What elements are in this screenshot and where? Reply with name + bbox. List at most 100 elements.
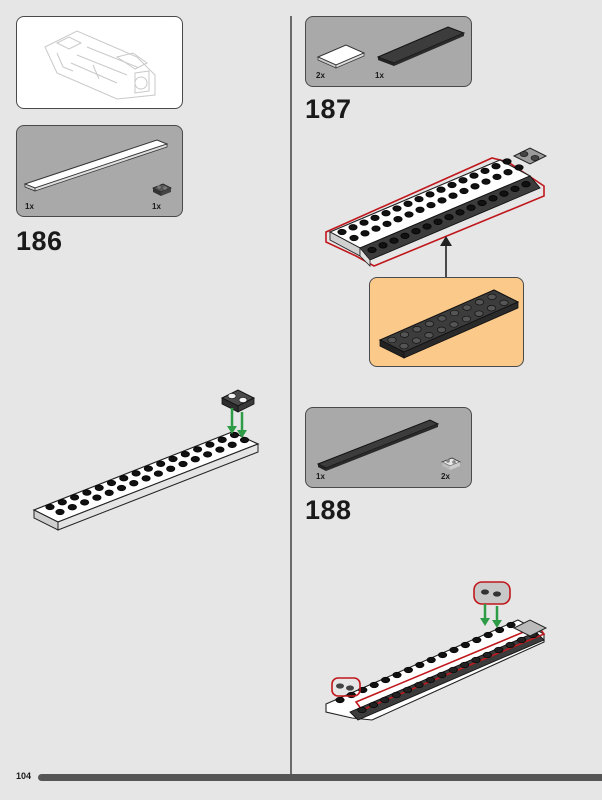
brick-stud <box>481 178 491 185</box>
brick-stud <box>227 441 237 448</box>
brick-stud <box>119 475 129 482</box>
brick-stud <box>203 451 213 458</box>
part-qty-dark-plate: 1x <box>375 71 384 80</box>
brick-stud <box>178 460 188 468</box>
brick-stud <box>483 631 493 639</box>
brick-stud <box>437 197 447 204</box>
brick-stud <box>380 696 390 704</box>
brick-stud <box>391 691 401 699</box>
brick-stud <box>477 199 487 207</box>
brick-stud <box>460 661 470 669</box>
brick-stud <box>480 167 490 175</box>
brick-stud <box>455 209 465 216</box>
brick-stud <box>382 220 392 228</box>
brick-stud <box>404 211 414 218</box>
brick-stud <box>449 309 460 317</box>
brick-stud <box>381 676 391 684</box>
brick-stud <box>131 470 141 477</box>
brick-stud <box>499 190 509 197</box>
brick-stud <box>488 195 498 202</box>
brick-stud <box>424 320 435 327</box>
brick-stud <box>458 177 468 184</box>
brick-stud <box>392 671 402 679</box>
model-preview-illustration <box>44 30 156 100</box>
brick-stud <box>348 224 358 231</box>
model-preview-panel <box>16 16 183 109</box>
brick-stud <box>462 304 472 311</box>
brick-stud <box>403 200 413 207</box>
page-progress-bar <box>38 774 602 781</box>
brick-stud <box>415 206 425 213</box>
brick-stud <box>400 232 410 240</box>
brick-stud <box>503 169 513 176</box>
brick-stud <box>57 499 67 506</box>
brick-stud <box>492 173 502 181</box>
brick-stud <box>495 626 505 634</box>
brick-stud <box>389 237 399 244</box>
brick-stud <box>426 656 436 664</box>
brick-stud <box>45 503 55 511</box>
brick-stud <box>444 213 454 221</box>
brick-stud <box>104 489 114 496</box>
brick-stud <box>494 646 504 654</box>
brick-stud <box>517 636 527 644</box>
brick-stud <box>459 187 469 195</box>
brick-stud <box>448 666 458 674</box>
brick-stud <box>448 192 458 199</box>
brick-stud <box>436 186 446 193</box>
brick-stud <box>399 342 409 350</box>
step-188-parts-panel: 1x 2x <box>305 407 472 488</box>
brick-stud <box>499 299 509 306</box>
brick-stud <box>106 479 117 487</box>
brick-stud <box>514 164 524 171</box>
brick-stud <box>70 494 80 501</box>
brick-stud <box>346 691 356 699</box>
brick-stud <box>469 172 479 179</box>
brick-stud <box>349 234 359 242</box>
brick-stud <box>229 431 240 439</box>
brick-stud <box>466 204 476 211</box>
brick-stud <box>166 465 176 472</box>
brick-stud <box>80 499 90 506</box>
brick-stud <box>415 661 425 669</box>
brick-stud <box>414 681 424 689</box>
brick-stud <box>437 671 447 679</box>
brick-stud <box>368 701 378 709</box>
brick-stud <box>392 205 402 212</box>
brick-stud <box>367 246 377 254</box>
brick-stud <box>215 446 225 453</box>
brick-stud <box>426 201 436 209</box>
brick-stud <box>474 310 484 317</box>
brick-stud <box>92 494 102 501</box>
brick-stud <box>403 666 413 674</box>
brick-stud <box>378 242 388 249</box>
dark-plate-2x10-icon <box>376 26 466 66</box>
brick-stud <box>180 451 190 458</box>
part-qty-white-plate: 1x <box>25 202 34 211</box>
step-188-number: 188 <box>305 495 352 525</box>
brick-stud <box>143 465 153 472</box>
brick-stud <box>193 446 203 453</box>
brick-stud <box>55 508 65 516</box>
part-qty-white-jumper: 2x <box>441 472 450 481</box>
brick-stud <box>461 315 472 323</box>
brick-stud <box>471 656 481 664</box>
part-qty-dark-plate-1x12: 1x <box>316 472 325 481</box>
brick-stud <box>411 228 421 235</box>
part-qty-white-plate-2x4: 2x <box>316 71 325 80</box>
brick-stud <box>491 163 501 170</box>
brick-stud <box>371 225 381 232</box>
brick-stud <box>436 326 447 333</box>
brick-stud <box>337 228 347 236</box>
white-plate-2x4-icon <box>316 44 366 69</box>
column-divider <box>290 16 292 774</box>
brick-stud <box>505 641 515 649</box>
dark-plate-callout-illustration <box>378 289 520 359</box>
white-plate-1x16-icon <box>23 139 169 192</box>
brick-stud <box>521 181 531 188</box>
brick-stud <box>487 293 497 300</box>
sub-assembly-callout <box>369 277 524 367</box>
step-186-number: 186 <box>16 226 63 256</box>
green-arrow-icon <box>480 604 502 628</box>
